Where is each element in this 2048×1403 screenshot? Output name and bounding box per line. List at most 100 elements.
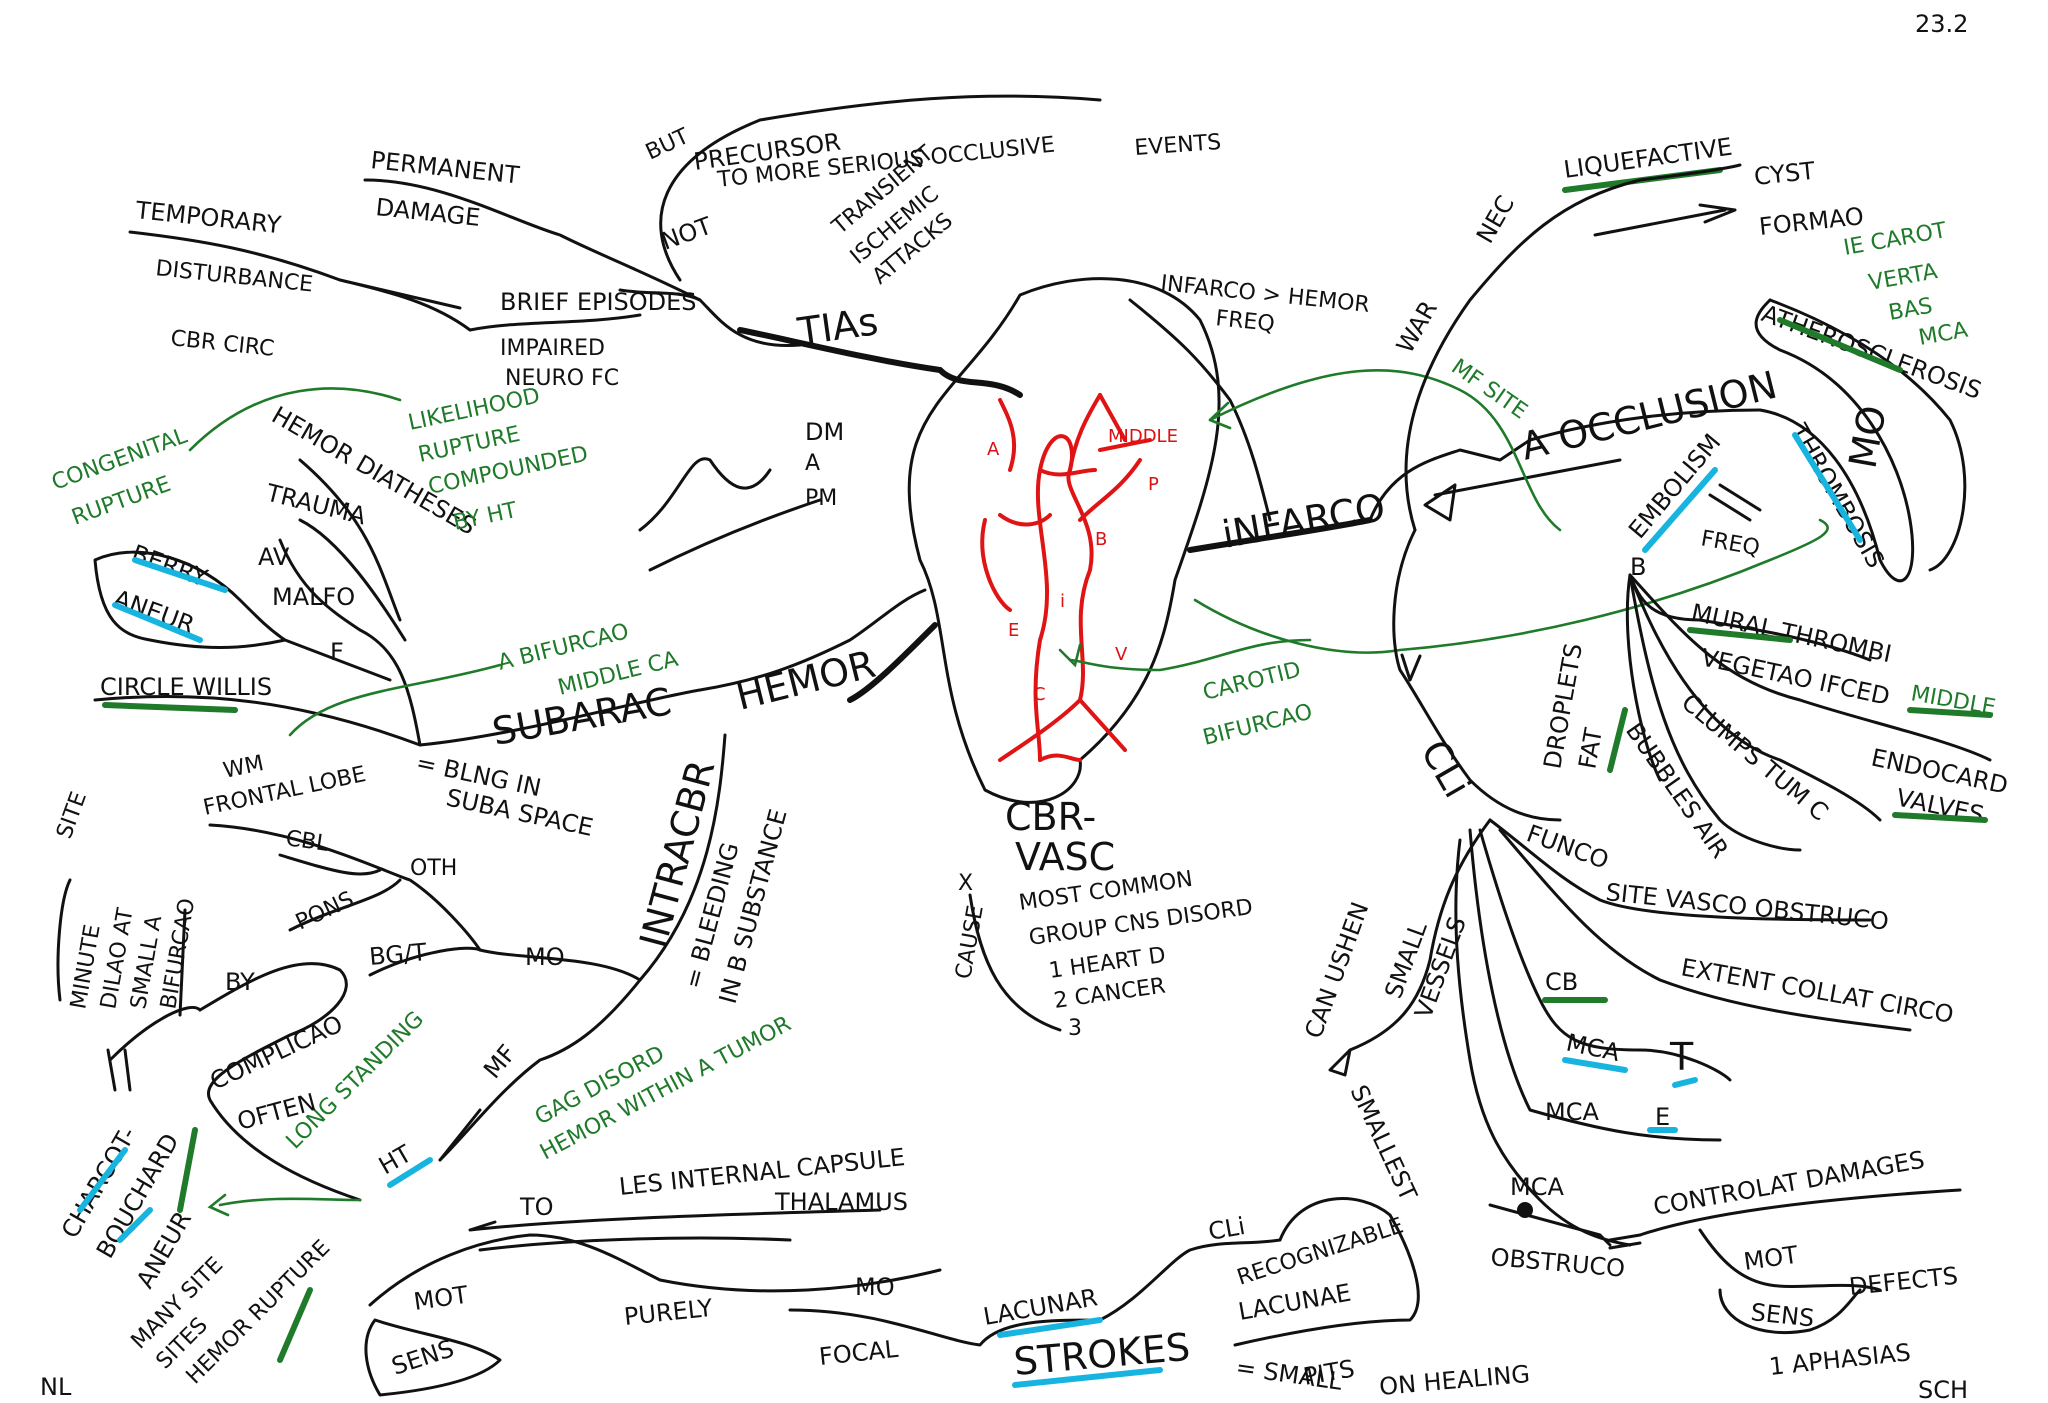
brain-label-e: E bbox=[1008, 620, 1019, 641]
cli-e: E bbox=[1655, 1103, 1670, 1131]
subarac-likelihood: LIKELIHOOD bbox=[406, 384, 542, 436]
tias-brief: BRIEF EPISODES bbox=[500, 288, 697, 316]
center-x: X bbox=[958, 871, 973, 896]
infarc-a-occlusion: A OCCLUSION bbox=[1517, 363, 1782, 469]
infarc-bas: BAS bbox=[1887, 294, 1935, 326]
intracbr-pons: PONS bbox=[292, 887, 358, 935]
center-cause: CAUSE bbox=[951, 903, 989, 981]
infarc-cyst: CYST bbox=[1753, 157, 1817, 191]
infarc-liquefactive: LIQUEFACTIVE bbox=[1562, 133, 1734, 184]
tias-branch: TIAs TRANSIENT ISCHEMIC ATTACKS BRIEF EP… bbox=[128, 94, 1222, 391]
cli-aphasias: 1 APHASIAS bbox=[1768, 1338, 1912, 1381]
right-initials: SCH bbox=[1918, 1376, 1968, 1403]
intracbr-by: BY bbox=[225, 968, 255, 996]
infarc-atherosclerosis: ATHEROSCLEROSIS bbox=[1758, 299, 1985, 405]
lacunar-to: TO bbox=[519, 1193, 554, 1221]
infarc-carotid-bifurc: BIFURCAO bbox=[1200, 699, 1315, 750]
cli-cb: CB bbox=[1545, 968, 1578, 996]
arterial-tree: A MIDDLE P B i E V C bbox=[980, 393, 1178, 762]
lacunar-recognizable: RECOGNIZABLE bbox=[1234, 1213, 1406, 1290]
tias-temporary: TEMPORARY bbox=[133, 196, 282, 239]
cli-site-vasco: SITE VASCO OBSTRUCO bbox=[1604, 878, 1890, 936]
brain-label-p: P bbox=[1148, 474, 1159, 495]
cli-obstruction-dot bbox=[1517, 1202, 1533, 1218]
infarc-mca: MCA bbox=[1917, 318, 1970, 351]
cli-mot: MOT bbox=[1742, 1241, 1800, 1276]
lacunar-sens: SENS bbox=[388, 1334, 457, 1380]
brain-outline bbox=[907, 277, 1221, 804]
cause-curve bbox=[968, 893, 1062, 1032]
brain-label-i: i bbox=[1060, 591, 1065, 612]
brain-label-b: B bbox=[1095, 529, 1107, 550]
subarac-dm: DM bbox=[805, 418, 844, 446]
intracbr-wm: WM bbox=[221, 751, 266, 784]
lacunar-branch: TO LES INTERNAL CAPSULE THALAMUS MOT SEN… bbox=[364, 1143, 1531, 1401]
tias-neuro: NEURO FC bbox=[505, 366, 619, 391]
subarac-pm: PM bbox=[805, 486, 837, 511]
cli-title: CLi bbox=[1412, 733, 1479, 805]
tias-not: NOT bbox=[657, 212, 715, 256]
tias-events: EVENTS bbox=[1134, 130, 1222, 161]
infarc-freq: FREQ bbox=[1214, 306, 1275, 337]
brain-label-c: C bbox=[1033, 684, 1046, 705]
subarac-trauma: TRAUMA bbox=[263, 478, 370, 530]
cli-funco: FUNCO bbox=[1523, 819, 1612, 874]
lacunar-cli: CLi bbox=[1206, 1212, 1247, 1246]
intracbr-site-label: SITE bbox=[52, 789, 92, 842]
infarc-mo: MO bbox=[1841, 402, 1895, 471]
lacunar-mot: MOT bbox=[412, 1281, 470, 1316]
intracbr-complicao: COMPLICAO bbox=[206, 1010, 347, 1096]
infarc-nec: NEC bbox=[1471, 191, 1520, 248]
center-title-2: VASC bbox=[1015, 835, 1115, 879]
subarac-by-ht: BY HT bbox=[451, 498, 520, 536]
lacunar-mo: MO bbox=[855, 1273, 895, 1301]
subarac-berry: BERRY bbox=[128, 539, 211, 592]
cli-contralat: CONTROLAT DAMAGES bbox=[1651, 1146, 1926, 1221]
tias-title: TIAs bbox=[794, 299, 881, 354]
lacunar-purely: PURELY bbox=[623, 1294, 715, 1331]
infarc-freq-2: FREQ bbox=[1699, 526, 1762, 561]
intracbr-mf: MF bbox=[478, 1039, 522, 1083]
cli-can-ushen: CAN USHEN bbox=[1299, 898, 1374, 1042]
lacunar-pits: PITS bbox=[1301, 1354, 1357, 1391]
cli-obstruco: OBSTRUCO bbox=[1489, 1243, 1626, 1283]
left-initials: NL bbox=[40, 1373, 72, 1401]
cli-sens: SENS bbox=[1749, 1298, 1815, 1332]
subarac-title-2: HEMOR bbox=[732, 642, 880, 719]
lacunar-on-healing: ON HEALING bbox=[1378, 1360, 1531, 1401]
branch-hemor bbox=[847, 622, 938, 703]
infarc-b: B bbox=[1630, 553, 1646, 581]
infarc-verta: VERTA bbox=[1867, 259, 1940, 296]
intracbr-bgt: BG/T bbox=[368, 938, 428, 971]
date-label: 23.2 bbox=[1915, 10, 1968, 38]
center-desc-5: 3 bbox=[1068, 1016, 1082, 1041]
subarac-a: A bbox=[805, 451, 820, 476]
center-title-1: CBR- bbox=[1005, 795, 1096, 839]
branch-tias bbox=[737, 327, 1023, 398]
tias-but: BUT bbox=[642, 124, 694, 166]
subarac-av: AV bbox=[258, 543, 290, 571]
berry-aneur-loop bbox=[93, 550, 287, 649]
subarac-malfo: MALFO bbox=[272, 583, 355, 611]
intracbr-bifurcao: BIFURCAO bbox=[156, 897, 200, 1012]
branch-infarc bbox=[1187, 517, 1373, 553]
cli-t: T bbox=[1669, 1035, 1694, 1079]
cli-smallest: SMALLEST bbox=[1345, 1081, 1423, 1206]
tias-impaired: IMPAIRED bbox=[500, 336, 605, 361]
infarc-embolism: EMBOLISM bbox=[1623, 428, 1726, 543]
cli-mca-2: MCA bbox=[1545, 1098, 1599, 1126]
infarc-title: iNFARCO bbox=[1219, 485, 1388, 557]
subarac-branch: SUBARAC HEMOR = BLNG IN SUBA SPACE HEMOR… bbox=[49, 384, 927, 842]
brain-label-a: A bbox=[987, 439, 1000, 460]
lacunar-focal: FOCAL bbox=[818, 1335, 900, 1371]
tias-cbr-circ: CBR CIRC bbox=[169, 326, 275, 362]
infarc-fat: FAT bbox=[1573, 726, 1608, 771]
brain-label-middle: MIDDLE bbox=[1108, 426, 1178, 447]
brain-label-v: V bbox=[1115, 644, 1128, 665]
infarc-carotid: CAROTID bbox=[1200, 657, 1303, 705]
infarc-war: WAR bbox=[1391, 296, 1443, 358]
intracbr-oth: OTH bbox=[410, 856, 457, 881]
cli-mca-3: MCA bbox=[1510, 1173, 1564, 1201]
cli-defects: DEFECTS bbox=[1848, 1262, 1960, 1301]
